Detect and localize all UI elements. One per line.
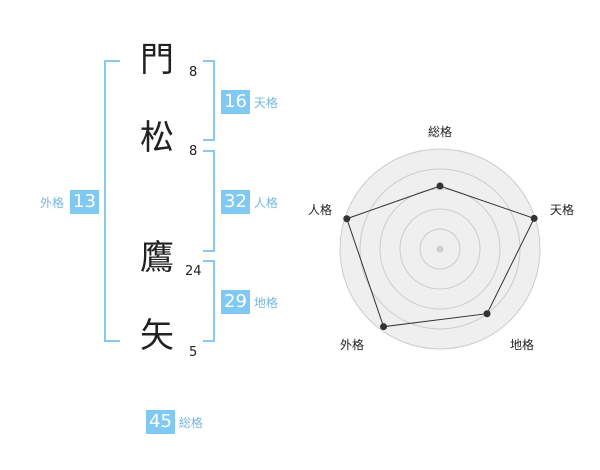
chikaku-value: 29 — [221, 290, 250, 314]
radar-label-tenkaku: 天格 — [550, 203, 575, 217]
jinkaku-badge: 32 人格 — [221, 190, 278, 214]
gaikaku-badge: 外格 13 — [40, 190, 99, 214]
stroke-count-4: 5 — [189, 345, 198, 360]
name-char-1: 門 — [140, 40, 174, 80]
soukaku-label: 総格 — [178, 415, 203, 430]
soukaku-value: 45 — [146, 410, 175, 434]
radar-label-chikaku: 地格 — [510, 338, 535, 352]
gaikaku-value: 13 — [70, 190, 99, 214]
name-char-4: 矢 — [140, 316, 174, 356]
radar-point-2 — [530, 214, 538, 222]
chikaku-label: 地格 — [253, 295, 278, 310]
name-char-3: 鷹 — [140, 238, 174, 278]
tenkaku-label: 天格 — [253, 95, 278, 110]
tenkaku-badge: 16 天格 — [221, 90, 278, 114]
radar-ring-1 — [359, 168, 521, 330]
radar-ring-4 — [419, 228, 461, 270]
tenkaku-value: 16 — [221, 90, 250, 114]
radar-point-1 — [436, 182, 444, 190]
radar-point-4 — [380, 323, 388, 331]
radar-ring-3 — [399, 208, 481, 290]
radar-point-3 — [483, 310, 491, 318]
jinkaku-label: 人格 — [253, 195, 278, 210]
stroke-count-2: 8 — [189, 144, 198, 159]
soukaku-badge: 45 総格 — [146, 410, 203, 434]
jinkaku-value: 32 — [221, 190, 250, 214]
name-char-2: 松 — [140, 118, 174, 158]
radar-polygon — [346, 185, 535, 328]
stroke-count-3: 24 — [185, 264, 202, 279]
stroke-count-1: 8 — [189, 65, 198, 80]
radar-label-jinkaku: 人格 — [308, 203, 333, 217]
jinkaku-bracket — [203, 150, 215, 252]
radar-center-dot — [436, 245, 444, 253]
tenkaku-bracket — [203, 60, 215, 141]
radar-label-soukaku: 総格 — [428, 125, 453, 139]
chikaku-badge: 29 地格 — [221, 290, 278, 314]
gaikaku-bracket — [104, 60, 120, 342]
radar-label-gaikaku: 外格 — [340, 338, 365, 352]
radar-point-5 — [343, 215, 351, 223]
gaikaku-label: 外格 — [40, 195, 65, 210]
chikaku-bracket — [203, 260, 215, 342]
